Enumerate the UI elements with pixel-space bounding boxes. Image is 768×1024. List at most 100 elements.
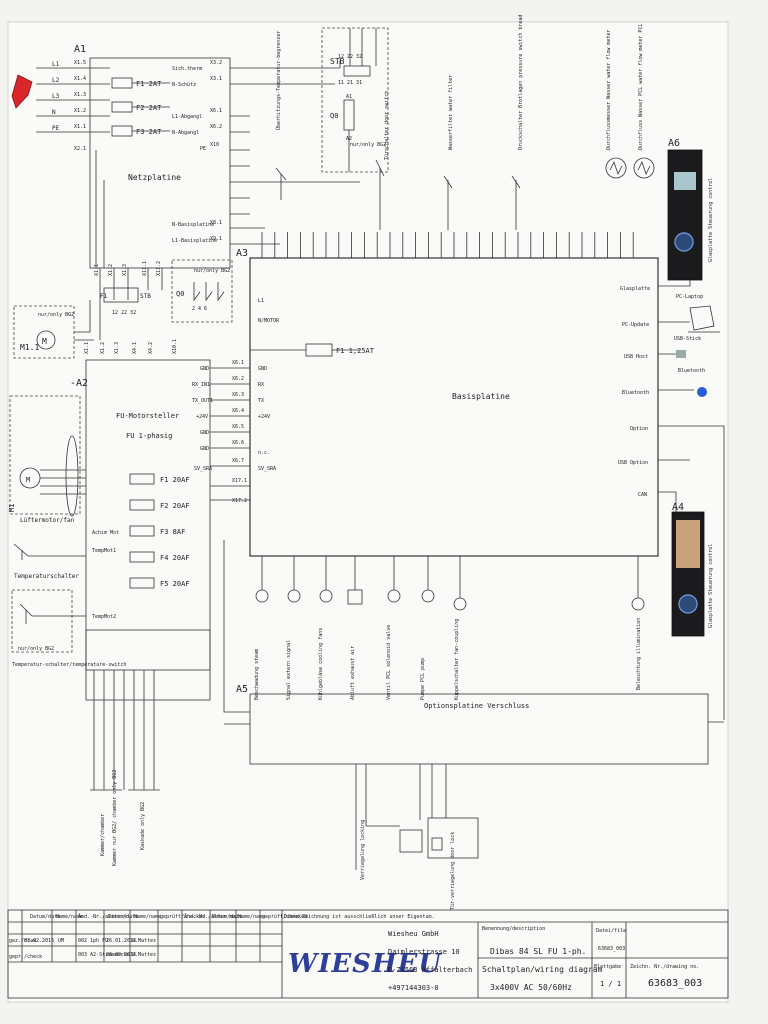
a2-x-5: X6.5 (232, 424, 244, 430)
a2-fu-motorsteller: -A2 FU-Motorsteller FU 1-phasig F1 20AF … (70, 339, 250, 701)
stb-top: STB 12 22 32 11 21 31 Q0 A1 A2 nur/only … (275, 27, 389, 200)
tb-file: 63683_003 (598, 946, 625, 952)
stb-q0: Q0 (330, 112, 338, 120)
a3-pin-2: N/MOTOR (258, 318, 280, 324)
a1-out-6: N-Basisplatine (172, 222, 214, 228)
a1-out-3: L1-Abgangl (172, 114, 202, 120)
tb-desc-1: Dibas 84 SL FU 1-ph. (490, 947, 586, 956)
a4-glass-panel: A4 Glasplatte Steuerung control (671, 502, 714, 637)
tb-hdr-8: Datum/date (212, 914, 242, 920)
a2-x-1: X6.1 (232, 360, 244, 366)
tb-sheet-label: Blattgabe (594, 964, 621, 970)
sensor-5: Durchfluss Wasser PCL water flow meter P… (638, 24, 644, 150)
q0-note: nur/only BG2 (194, 268, 230, 274)
a1-term-4: X1.2 (74, 108, 86, 114)
stb-label: STB (330, 57, 345, 66)
m11-label: M1.1 (20, 343, 39, 352)
a1-term-3: X1.3 (74, 92, 86, 98)
a1-pin-pe: PE (52, 125, 60, 132)
a1-term-6: X2.1 (74, 146, 86, 152)
a2-label: -A2 (70, 378, 88, 389)
tb-hdr-2: Name/name (56, 914, 83, 920)
a1-netzplatine: A1 Netzplatine L1 L2 L3 N PE X1.5 X1.4 X… (11, 44, 360, 340)
a1-pin-l2: L2 (52, 77, 60, 84)
tb-hdr-10: geprüft/checked (262, 914, 307, 920)
a1-bot-4: X11.1 (142, 261, 148, 276)
relay-3: Kühlgebläse cooling fans (318, 628, 324, 700)
sensor-4: Durchflussmesser Wasser water flow meter (606, 30, 612, 150)
tb-row1-name: UM (58, 938, 64, 944)
a2-x-7: X6.7 (232, 458, 244, 464)
cee-plug-icon (11, 74, 33, 109)
relay-6: Pumpe PCL pump (420, 658, 426, 700)
a3-pin-8: SV_SRA (258, 466, 276, 472)
stb-terms-bot: 11 21 31 (338, 80, 362, 86)
title-block: Datum/date Name/name Änd.-Nr./alter no. … (7, 909, 729, 999)
fan-motor-m1: M M1 Lüftermotor/fan (8, 395, 86, 524)
tb-row1-label: gez./draw (9, 938, 37, 944)
a1-label: A1 (74, 44, 86, 55)
a1-x9: X9.1 (210, 236, 222, 242)
q0-label: Q0 (176, 290, 184, 298)
tb-hdr-6: geprüft/checked (160, 914, 205, 920)
sheet-border (7, 21, 729, 1003)
usb-stick-icon (676, 350, 686, 358)
a3-fuse: F1 1,25AT (336, 347, 375, 355)
tb-dwg-label: Zeichn. Nr./drawing no. (630, 964, 699, 970)
tb-hdr-1: Datum/date (30, 914, 60, 920)
sensor-3: Druckschalter Brotlagen pressure switch … (518, 15, 524, 150)
a5-optionsplatine: A5 Optionsplatine Verschluss Verriegelun… (223, 540, 724, 910)
motor-m11: nur/only BG2 M M1.1 (13, 300, 94, 359)
a1-fuse-f2: F2 2AT (136, 104, 162, 112)
relay-2: Signal extern signal (286, 640, 292, 700)
a3-pin-6: +24V (258, 414, 270, 420)
a2-pin-3: TX_OUT1 (192, 398, 213, 404)
stb-a1: A1 (346, 94, 352, 100)
q0-contactor-box: nur/only BG2 Q0 2 4 6 (171, 259, 233, 323)
a1-bot-2: X1.2 (108, 264, 114, 276)
a2-top-x1: X1.1 (84, 342, 90, 354)
stb-lower-label: STB (140, 293, 151, 300)
stb-lower: STB F1 12 22 32 (100, 287, 151, 316)
a3-label: A3 (236, 248, 248, 259)
chamber-cable: Kammer/chamber Kammer nur BG2/ chamber o… (85, 629, 211, 866)
laptop-icon (688, 305, 720, 333)
tb-hdr-9: Name/name (238, 914, 265, 920)
a2-x-8: X17.1 (232, 478, 247, 484)
a2-pin-6: GND (200, 446, 209, 452)
flow-meter-1-icon (605, 157, 627, 179)
tb-row1-cname: U.Mattes (132, 938, 156, 944)
a6-label: A6 (668, 138, 680, 149)
tb-hdr-5: Name/name (134, 914, 161, 920)
stb-lower-terms: 12 22 32 (112, 310, 136, 316)
a4-title: Glasplatte Steuerung control (708, 544, 714, 628)
relay-8: Beleuchtung illumination (636, 618, 642, 690)
a1-bot-1: X1.1 (94, 264, 100, 276)
fan-m1-label: M1 (8, 504, 16, 512)
tb-row2-change: 003 A2-Stromwerte (78, 952, 129, 958)
a1-x3-1: X3.2 (210, 60, 222, 66)
a2-tempmot2: TempMot2 (92, 614, 116, 620)
a1-x8: X8.1 (210, 220, 222, 226)
tb-row1-date: 03.02.2015 (24, 938, 54, 944)
ext-bluetooth: Bluetooth (622, 390, 649, 396)
a5-lock-label: Verriegelung locking (360, 820, 366, 880)
a1-x3-2: X3.1 (210, 76, 222, 82)
a1-out-4: N-Abgangl (172, 130, 199, 136)
tb-hdr-4: Datum/date (108, 914, 138, 920)
a2-title: FU-Motorsteller (116, 412, 179, 420)
a2-x-4: X6.4 (232, 408, 244, 414)
a1-pin-l1: L1 (52, 61, 60, 68)
a1-x6b: X6.2 (210, 124, 222, 130)
a2-x-3: X6.3 (232, 392, 244, 398)
stb-lower-f1: F1 (100, 293, 108, 300)
a3-title: Basisplatine (452, 392, 510, 401)
flow-meter-2-icon (633, 157, 655, 179)
a1-title: Netzplatine (128, 173, 181, 182)
tb-hdr-3: Änd.-Nr./alter no. (78, 913, 132, 920)
a3-pin-7: n.c. (258, 450, 270, 456)
cable-label-3: Kaskade only BG2 (140, 802, 146, 850)
a2-pin-4: +24V (196, 414, 208, 420)
tb-desc-3: 3x400V AC 50/60Hz (490, 983, 572, 992)
